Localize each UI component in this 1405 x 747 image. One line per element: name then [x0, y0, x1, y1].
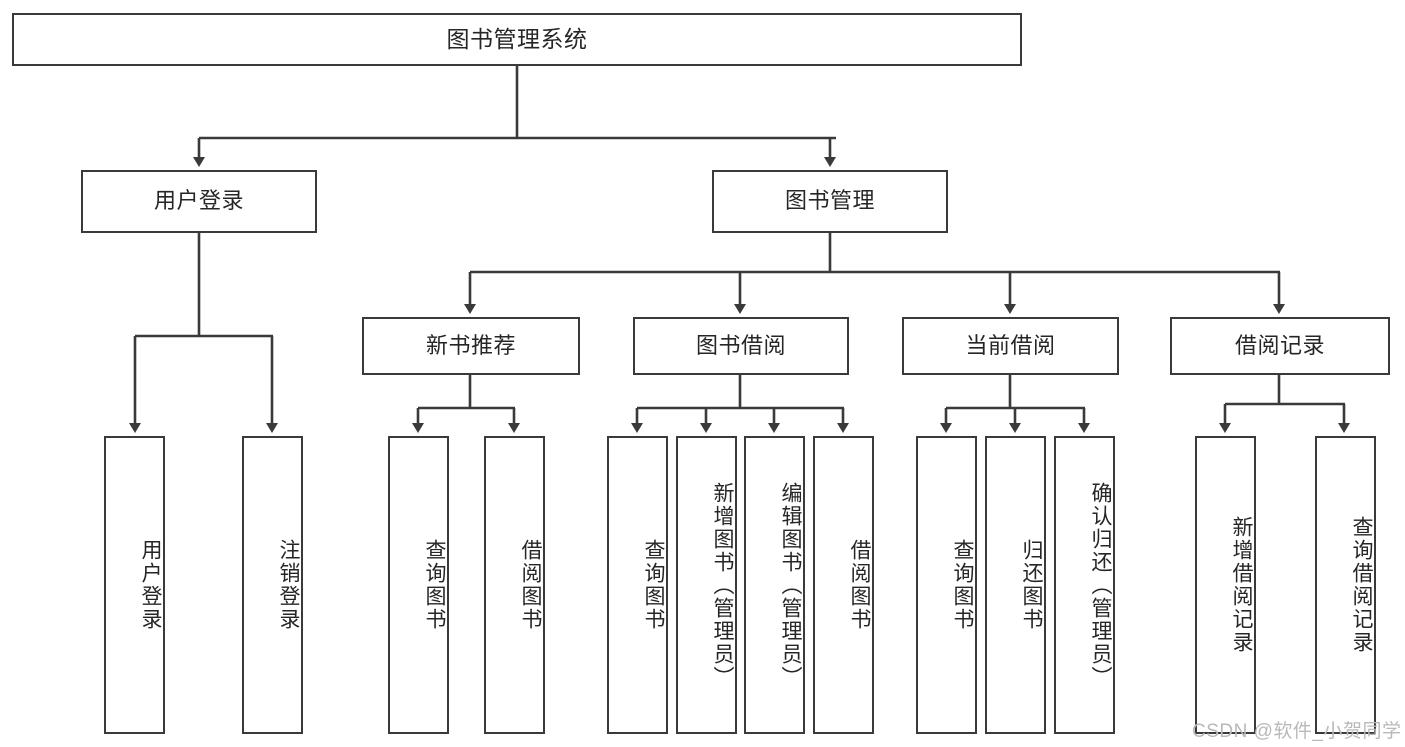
node-leaf-logout-label: 注销登录 — [277, 539, 300, 631]
node-leaf-borrow-book-2-label: 借阅图书 — [848, 539, 871, 631]
node-leaf-return-book[interactable]: 归还图书 — [985, 436, 1046, 734]
node-leaf-add-book[interactable]: 新增图书（管理员） — [676, 436, 737, 734]
node-leaf-logout[interactable]: 注销登录 — [242, 436, 303, 734]
node-new-book-recommend-label: 新书推荐 — [425, 332, 516, 358]
csdn-watermark: CSDN @软件_小贺同学 — [1192, 716, 1401, 743]
node-borrow-record[interactable]: 借阅记录 — [1170, 317, 1390, 375]
node-leaf-borrow-book-1[interactable]: 借阅图书 — [484, 436, 545, 734]
node-leaf-add-book-label: 新增图书（管理员） — [711, 481, 734, 689]
node-book-borrow-label: 图书借阅 — [695, 332, 786, 358]
node-leaf-edit-book-label: 编辑图书（管理员） — [779, 481, 802, 689]
node-root-label: 图书管理系统 — [446, 25, 588, 52]
node-leaf-query-record[interactable]: 查询借阅记录 — [1315, 436, 1376, 734]
node-book-borrow[interactable]: 图书借阅 — [633, 317, 849, 375]
node-leaf-query-book-2-label: 查询图书 — [642, 539, 665, 631]
node-leaf-confirm-return[interactable]: 确认归还（管理员） — [1054, 436, 1115, 734]
node-leaf-return-book-label: 归还图书 — [1020, 539, 1043, 631]
node-borrow-record-label: 借阅记录 — [1234, 332, 1325, 358]
csdn-watermark-text: CSDN @软件_小贺同学 — [1192, 721, 1402, 742]
node-leaf-query-book-3[interactable]: 查询图书 — [916, 436, 977, 734]
node-root[interactable]: 图书管理系统 — [12, 13, 1022, 66]
node-new-book-recommend[interactable]: 新书推荐 — [362, 317, 580, 375]
node-user-login-label: 用户登录 — [153, 188, 244, 214]
node-leaf-user-login[interactable]: 用户登录 — [104, 436, 165, 734]
node-leaf-query-book-3-label: 查询图书 — [951, 539, 974, 631]
node-leaf-query-book-1[interactable]: 查询图书 — [388, 436, 449, 734]
node-leaf-user-login-label: 用户登录 — [139, 539, 162, 631]
node-leaf-query-book-2[interactable]: 查询图书 — [607, 436, 668, 734]
node-user-login[interactable]: 用户登录 — [81, 170, 317, 233]
node-leaf-borrow-book-1-label: 借阅图书 — [519, 539, 542, 631]
node-leaf-query-record-label: 查询借阅记录 — [1350, 516, 1373, 654]
node-book-manage[interactable]: 图书管理 — [712, 170, 948, 233]
node-leaf-add-record[interactable]: 新增借阅记录 — [1195, 436, 1256, 734]
node-leaf-add-record-label: 新增借阅记录 — [1230, 516, 1253, 654]
node-leaf-confirm-return-label: 确认归还（管理员） — [1089, 481, 1112, 689]
node-leaf-borrow-book-2[interactable]: 借阅图书 — [813, 436, 874, 734]
node-leaf-query-book-1-label: 查询图书 — [423, 539, 446, 631]
node-book-manage-label: 图书管理 — [784, 188, 875, 214]
node-current-borrow[interactable]: 当前借阅 — [902, 317, 1119, 375]
node-current-borrow-label: 当前借阅 — [965, 332, 1056, 358]
node-leaf-edit-book[interactable]: 编辑图书（管理员） — [744, 436, 805, 734]
